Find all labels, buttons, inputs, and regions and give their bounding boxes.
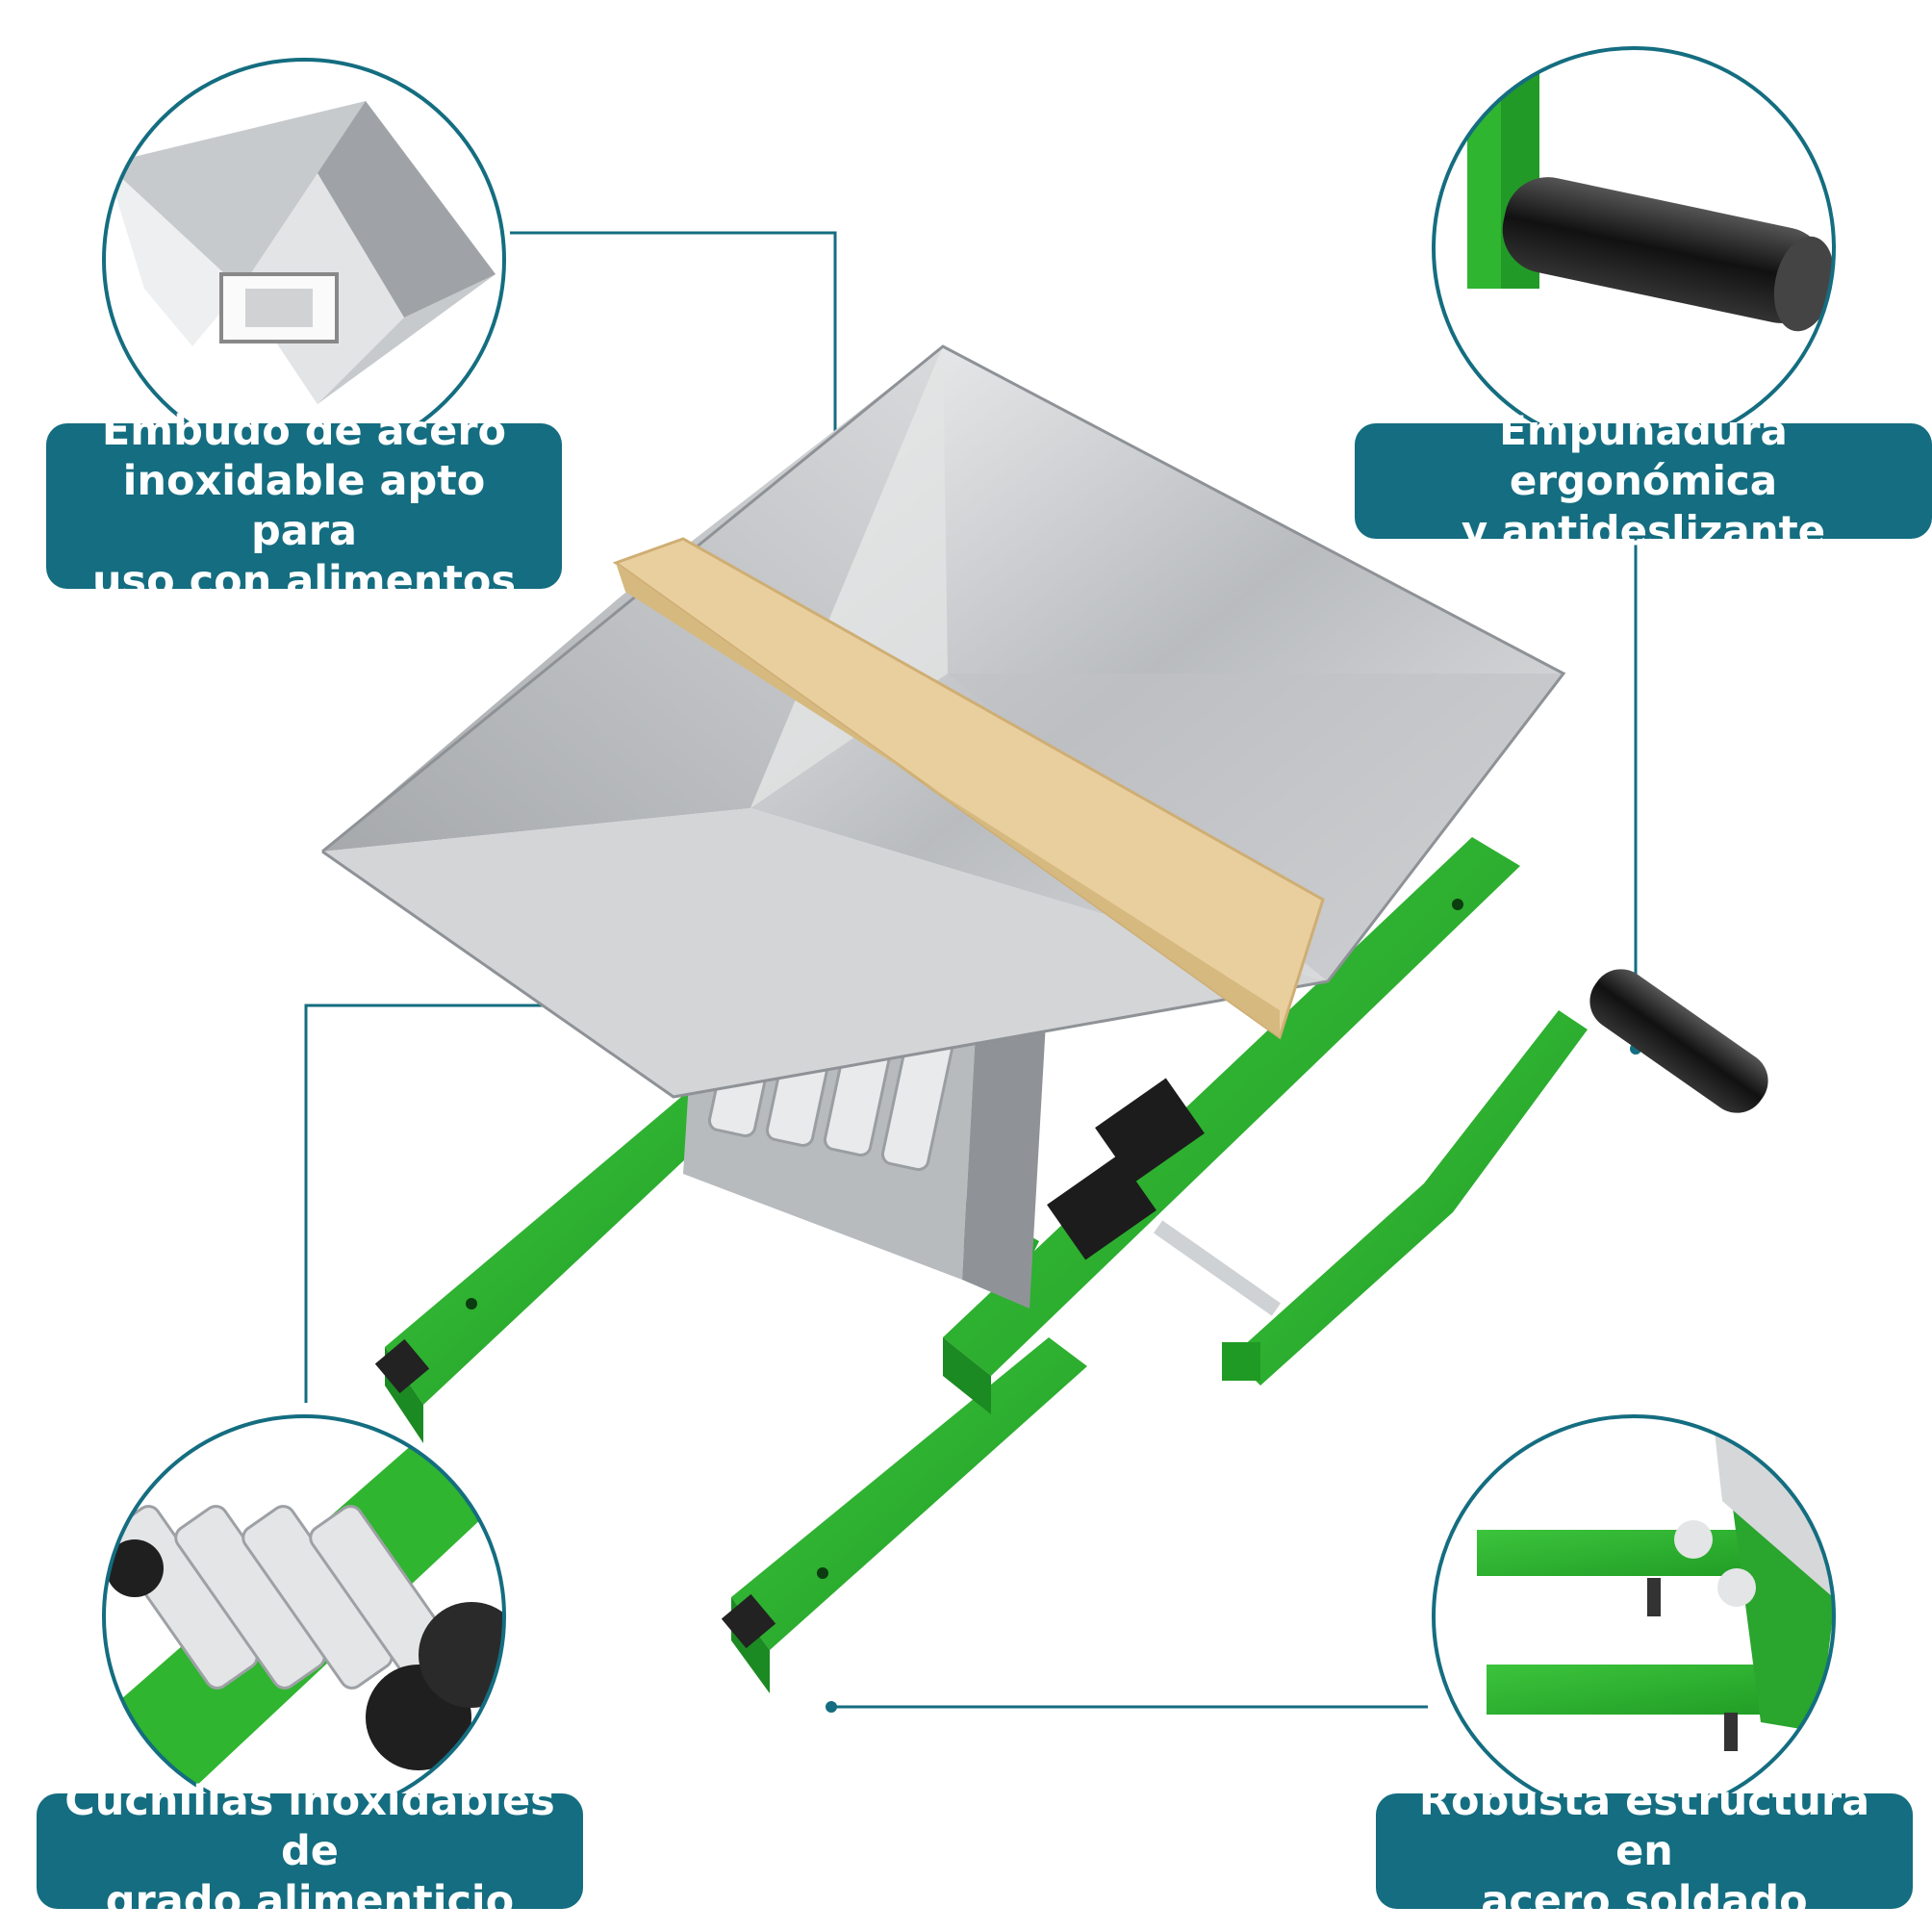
crank-handle [1222,969,1768,1385]
handle-zoom-circle [1432,46,1836,450]
callout-handle: Empuñadura ergonómica y antideslizante [1355,407,1932,554]
callout-blades: Cuchillas inoxidables de grado alimentic… [37,1777,583,1925]
callout-handle-text: Empuñadura ergonómica y antideslizante [1461,407,1826,554]
callout-frame: Robusta estructura en acero soldado [1376,1777,1913,1925]
connector-lines [304,231,1638,1709]
callout-funnel: Embudo de acero inoxidable apto para uso… [46,407,562,605]
callout-funnel-text: Embudo de acero inoxidable apto para uso… [91,407,517,605]
callout-blades-text: Cuchillas inoxidables de grado alimentic… [64,1777,555,1925]
blades-zoom-circle [102,1414,506,1818]
funnel-zoom-circle [102,58,506,462]
stainless-funnel [321,344,1566,1099]
callout-frame-text: Robusta estructura en acero soldado [1418,1777,1870,1925]
frame-zoom-circle [1432,1414,1836,1818]
